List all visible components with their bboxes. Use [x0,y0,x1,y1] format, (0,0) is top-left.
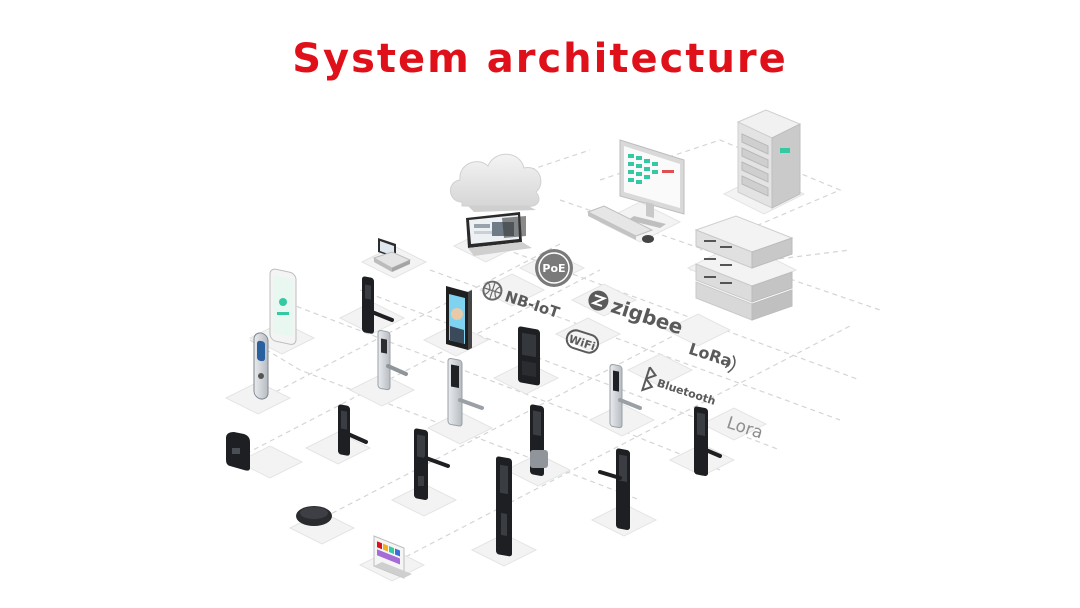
smart-lock-icon [694,406,722,476]
smart-lock-icon [362,276,394,334]
server-icon [736,109,802,209]
card-reader-icon [226,432,250,471]
cloud-icon [450,153,542,212]
face-recognition-terminal-icon [446,286,472,350]
card-encoder-icon [296,506,332,526]
smart-lock-icon [530,404,548,476]
tile [664,313,732,347]
zigbee-label: zigbee [608,294,686,340]
bluetooth-label: Bluetooth [655,377,717,408]
smart-lock-icon [598,448,630,530]
poe-badge: PoE [535,249,573,287]
pos-terminal-icon [372,238,412,272]
page-title: System architecture [292,36,788,82]
smart-lock-icon [414,428,450,500]
tile [236,445,304,479]
smart-lock-icon [609,363,642,429]
link-line [259,243,561,401]
smart-lock-icon [518,326,540,386]
laptop-icon [466,212,532,256]
link-line [229,269,601,463]
smart-lock-icon [447,357,484,427]
lora-brand-badge: LoRa [686,339,736,374]
keyboard-icon [586,205,654,240]
mouse-icon [642,235,654,243]
link-line [299,321,701,531]
poe-label: PoE [542,262,565,275]
smart-lock-icon [253,332,269,400]
smartphone-icon [269,268,297,345]
color-panel-icon [373,535,412,579]
smart-lock-icon [338,404,368,456]
lora-plain-badge: Lora [724,413,765,443]
tile [626,353,694,387]
smart-lock-icon [496,456,512,557]
smart-lock-icon [377,329,408,391]
wifi-badge: WiFi [565,329,600,354]
link-line [359,289,781,451]
rack-server-icon [694,215,794,321]
lora-plain-label: Lora [724,413,765,443]
tile [348,373,416,407]
tile [700,407,768,441]
tile [390,483,458,517]
monitor-icon [619,139,685,228]
